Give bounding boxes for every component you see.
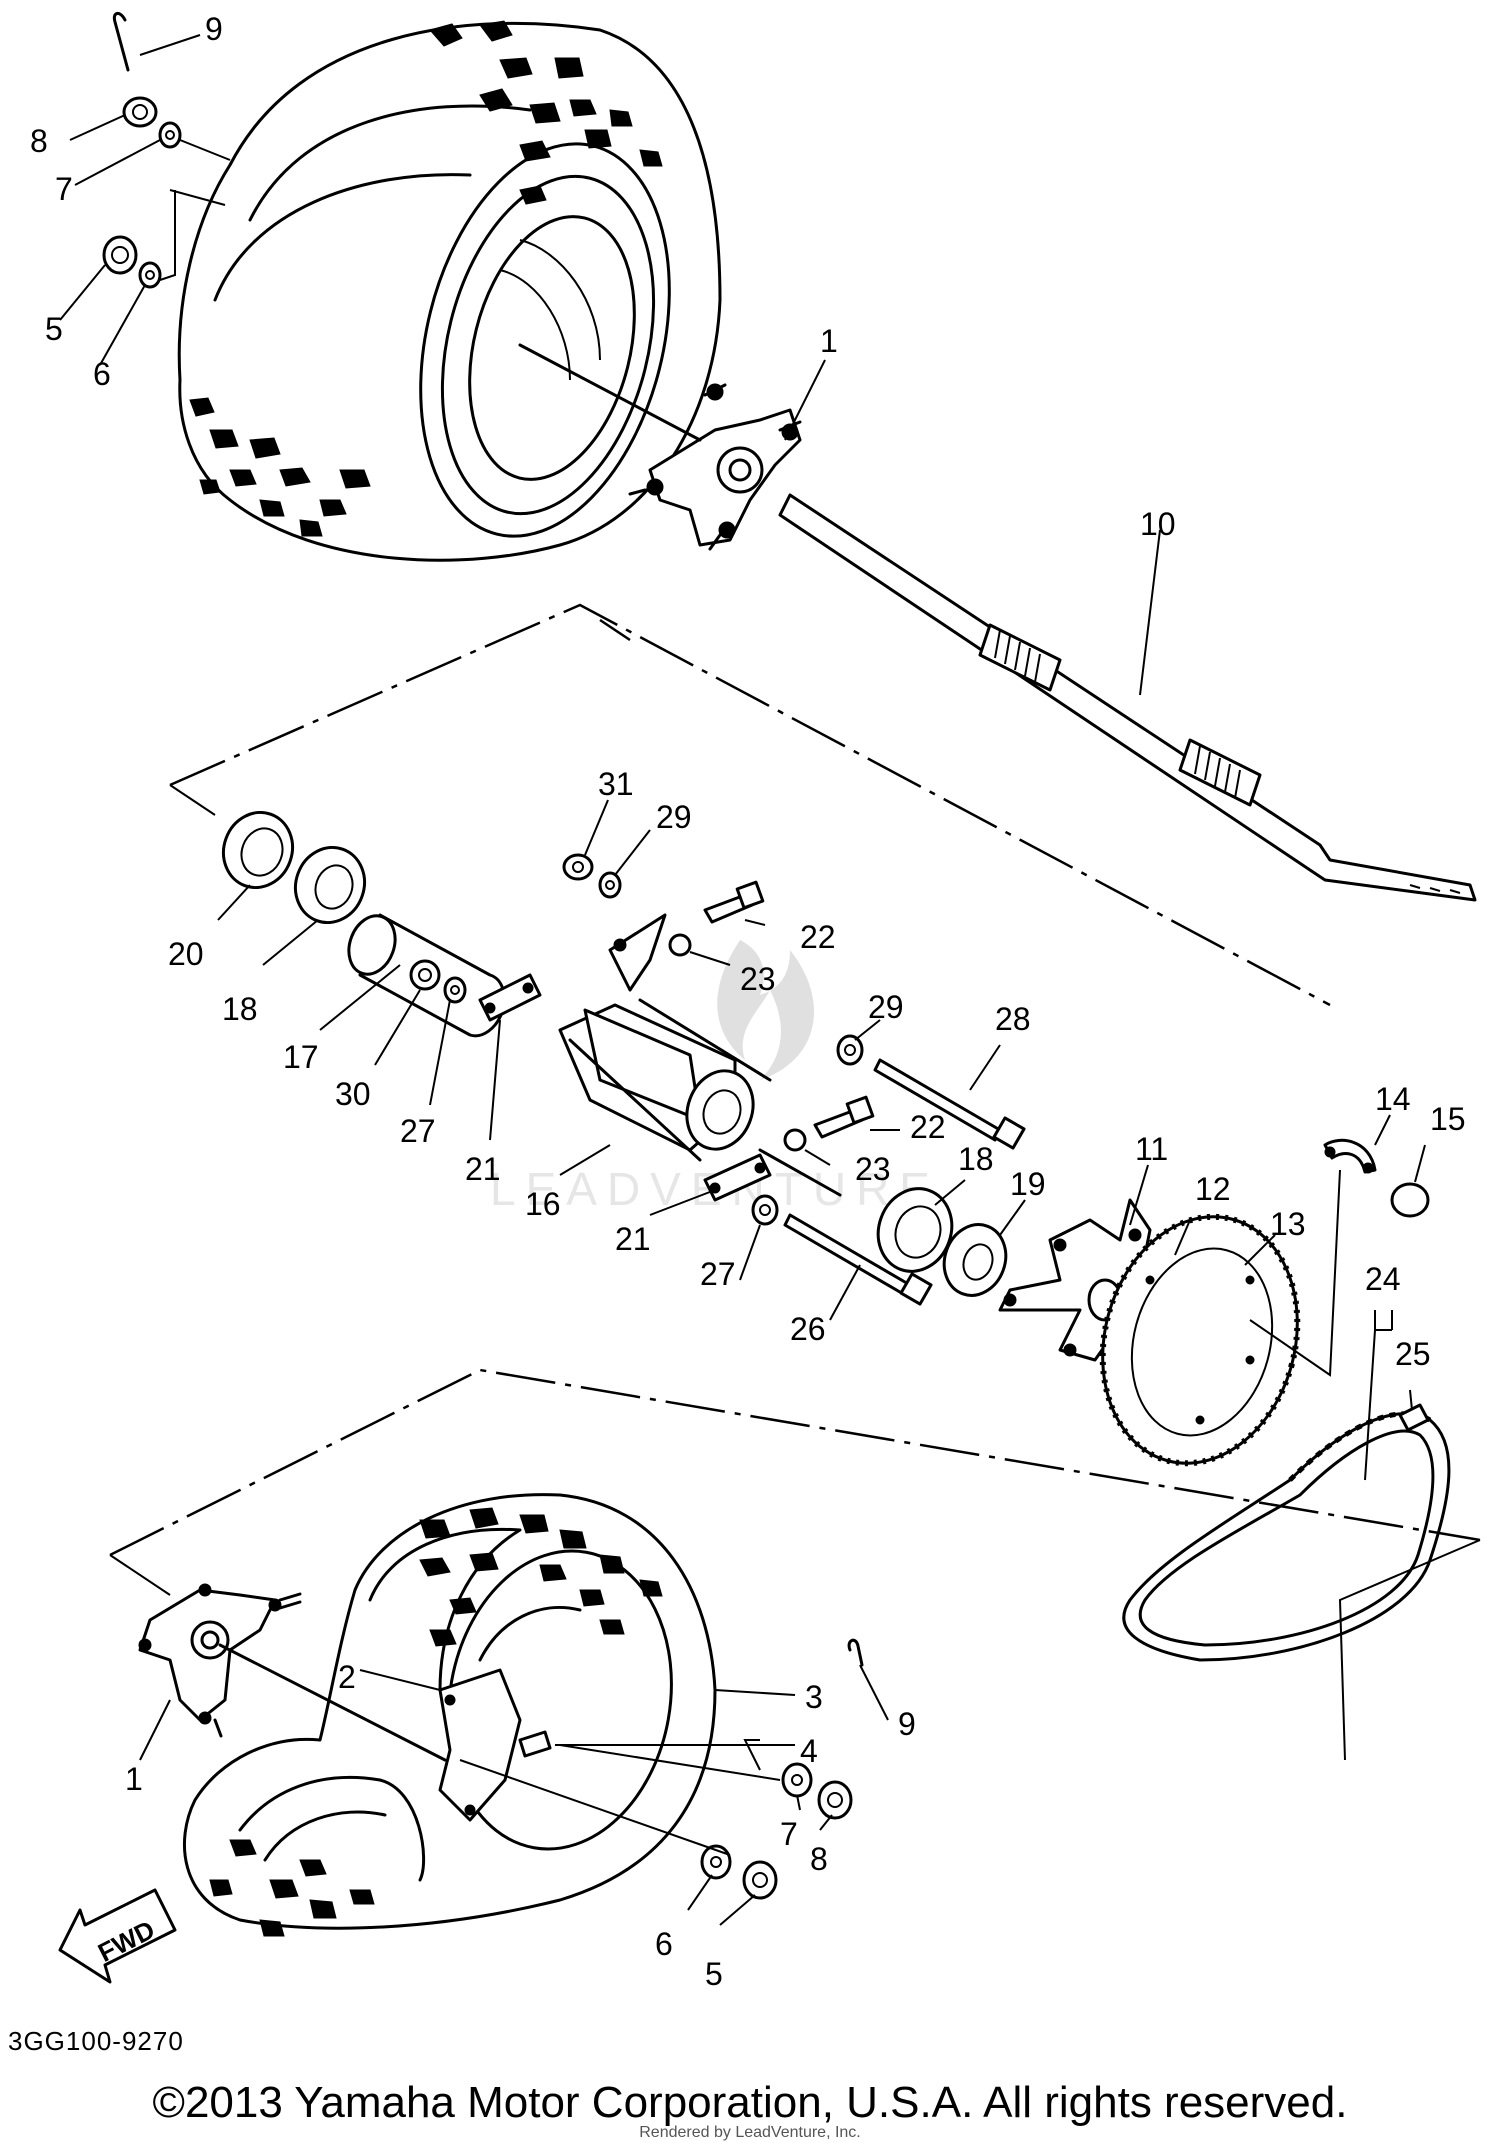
callout-18: 18: [958, 1141, 994, 1177]
callout-24: 24: [1365, 1261, 1401, 1297]
adjuster-21-upper: [478, 973, 542, 1022]
callout-3: 3: [805, 1679, 823, 1715]
washer-27-lower: [751, 1194, 779, 1226]
callout-23: 23: [855, 1151, 891, 1187]
callout-9: 9: [898, 1706, 916, 1742]
fwd-arrow: FWD: [58, 1888, 177, 1984]
bottom-washer-6: [700, 1844, 732, 1880]
top-washer-7: [158, 121, 182, 149]
top-cotter-pin-9: [112, 12, 130, 72]
bolt-28: [873, 1058, 1026, 1150]
oil-seal-18-left: [294, 845, 366, 925]
callout-2: 2: [338, 1659, 356, 1695]
middle-leaders: [217, 799, 1426, 1481]
watermark-flame-logo: [717, 940, 814, 1080]
top-wheel-hub: [628, 383, 802, 551]
callout-15: 15: [1430, 1101, 1466, 1137]
top-leaders: [59, 34, 826, 442]
callout-7: 7: [780, 1816, 798, 1852]
top-hardware-guides: [159, 139, 231, 281]
callout-17: 17: [283, 1039, 319, 1075]
driven-sprocket-13: [1099, 1213, 1301, 1467]
nut-23-lower: [783, 1128, 807, 1152]
bolt-26: [783, 1213, 933, 1306]
callout-13: 13: [1270, 1206, 1306, 1242]
callout-6: 6: [655, 1926, 673, 1962]
callout-9: 9: [205, 11, 223, 47]
master-link-25: [1398, 1403, 1430, 1432]
washer-29-right: [836, 1034, 864, 1066]
lock-washer-14: [1323, 1138, 1377, 1174]
callout-5: 5: [705, 1956, 723, 1992]
bottom-nut-8: [817, 1780, 853, 1820]
top-nut-8: [122, 96, 158, 128]
callout-19: 19: [1010, 1166, 1046, 1202]
pinch-bolt-22-upper: [703, 880, 765, 924]
top-nut-5: [102, 235, 138, 275]
callout-6: 6: [93, 356, 111, 392]
callout-25: 25: [1395, 1336, 1431, 1372]
bottom-cotter-pin-9: [847, 1638, 864, 1667]
callout-30: 30: [335, 1076, 371, 1112]
callout-28: 28: [995, 1001, 1031, 1037]
top-tire: [177, 20, 722, 562]
drawing-code: 3GG100-9270: [8, 2026, 184, 2056]
callout-22: 22: [800, 919, 836, 955]
bottom-hub-centerline: [218, 1643, 447, 1762]
callout-1: 1: [820, 323, 838, 359]
callout-23: 23: [740, 961, 776, 997]
callout-12: 12: [1195, 1171, 1231, 1207]
bottom-nut-5: [742, 1860, 778, 1900]
callout-29: 29: [868, 989, 904, 1025]
nut-15: [1390, 1182, 1430, 1218]
collar-19: [942, 1223, 1008, 1297]
callout-7: 7: [55, 171, 73, 207]
callout-4: 4: [800, 1733, 818, 1769]
copyright-notice: ©2013 Yamaha Motor Corporation, U.S.A. A…: [152, 2078, 1348, 2127]
callout-27: 27: [700, 1256, 736, 1292]
bottom-rim-2: [438, 1668, 522, 1822]
callout-5: 5: [45, 311, 63, 347]
washer-27-left: [443, 976, 467, 1004]
callout-21: 21: [615, 1221, 651, 1257]
upper-assembly-dashline: [169, 603, 1331, 1007]
callout-16: 16: [525, 1186, 561, 1222]
nut-30: [409, 959, 441, 991]
callout-21: 21: [465, 1151, 501, 1187]
callout-31: 31: [598, 766, 634, 802]
bottom-valve-4: [518, 1730, 552, 1758]
nut-23-upper: [668, 933, 692, 957]
callout-1: 1: [125, 1761, 143, 1797]
callout-14: 14: [1375, 1081, 1411, 1117]
callout-22: 22: [910, 1109, 946, 1145]
callout-10: 10: [1140, 506, 1176, 542]
top-washer-6: [138, 261, 162, 289]
callout-11: 11: [1135, 1131, 1168, 1167]
callout-labels: 9 8 7 5 6 1 10 31 29 22 23 20 18 17 30 2…: [30, 11, 1466, 1992]
callout-27: 27: [400, 1113, 436, 1149]
lower-assembly-dashline: [109, 1368, 1481, 1761]
oil-seal-18-right: [876, 1187, 954, 1273]
rendered-by-credit: Rendered by LeadVenture, Inc.: [639, 2124, 861, 2141]
callout-20: 20: [168, 936, 204, 972]
rear-axle-hub-16: [558, 913, 772, 1162]
callout-29: 29: [656, 799, 692, 835]
bottom-tire-3: [183, 1493, 717, 1937]
rear-axle-10: [778, 493, 1477, 902]
bearing-20: [222, 810, 294, 890]
callout-8: 8: [30, 123, 48, 159]
bottom-leaders: [139, 1664, 889, 1926]
callout-18: 18: [222, 991, 258, 1027]
bottom-hardware-guides: [459, 1739, 781, 1856]
callout-26: 26: [790, 1311, 826, 1347]
washer-29-upper: [598, 871, 622, 899]
callout-8: 8: [810, 1841, 828, 1877]
pinch-bolt-22-lower: [813, 1095, 875, 1139]
bottom-hub-1: [138, 1583, 302, 1738]
adjuster-21-lower: [703, 1153, 772, 1202]
nut-31: [562, 853, 594, 881]
